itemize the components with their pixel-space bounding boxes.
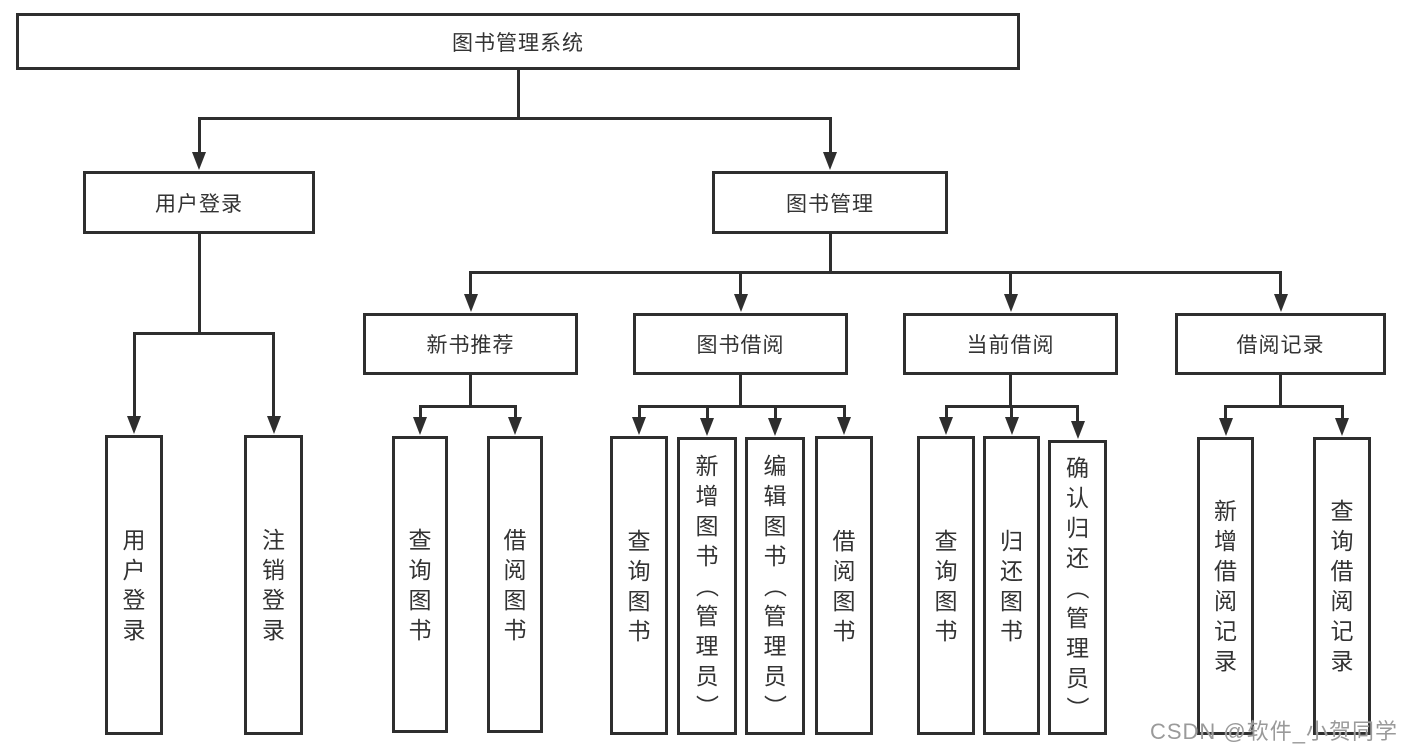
node-current-borrowing: 当前借阅	[903, 313, 1118, 375]
connector-line	[1009, 272, 1012, 296]
connector-line	[469, 270, 1282, 274]
connector-line	[637, 404, 846, 408]
connector-line	[739, 374, 742, 408]
arrowhead-down-icon	[823, 152, 837, 170]
node-leaf-bb-borrow-books: 借阅图书	[815, 436, 873, 735]
arrowhead-down-icon	[1335, 418, 1349, 436]
connector-line	[418, 406, 422, 419]
connector-line	[842, 406, 846, 419]
connector-line	[944, 406, 948, 419]
arrowhead-down-icon	[1218, 418, 1233, 436]
node-leaf-nbr-query-books: 查询图书	[392, 436, 448, 733]
connector-line	[1340, 406, 1344, 420]
arrowhead-down-icon	[266, 416, 281, 434]
node-label: 当前借阅	[966, 334, 1055, 357]
node-label: 查询图书	[627, 527, 651, 644]
node-book-borrowing: 图书借阅	[633, 313, 848, 375]
arrowhead-down-icon	[1070, 421, 1085, 439]
connector-line	[469, 374, 472, 408]
node-label: 注销登录	[262, 527, 285, 643]
connector-line	[705, 406, 709, 420]
connector-line	[828, 233, 832, 274]
connector-line	[197, 233, 201, 335]
node-label: 确认归还（管理员）	[1064, 454, 1091, 720]
node-borrowing-records: 借阅记录	[1175, 313, 1386, 375]
arrowhead-down-icon	[733, 294, 748, 312]
node-leaf-cb-confirm-return: 确认归还（管理员）	[1048, 440, 1107, 735]
connector-line	[1010, 406, 1013, 419]
arrowhead-down-icon	[837, 417, 851, 435]
arrowhead-down-icon	[768, 418, 782, 436]
node-label: 借阅图书	[832, 527, 856, 644]
node-label: 查询借阅记录	[1330, 498, 1354, 674]
node-label: 查询图书	[934, 527, 958, 644]
connector-line	[828, 118, 832, 154]
node-leaf-br-add-record: 新增借阅记录	[1197, 437, 1254, 735]
node-leaf-bb-query-books: 查询图书	[610, 436, 668, 735]
connector-line	[1224, 404, 1344, 408]
connector-line	[197, 118, 201, 154]
node-leaf-br-query-record: 查询借阅记录	[1313, 437, 1371, 735]
node-label: 图书借阅	[696, 334, 785, 357]
connector-line	[1009, 374, 1012, 408]
node-label: 借阅图书	[503, 526, 527, 643]
arrowhead-down-icon	[1004, 417, 1019, 435]
node-label: 编辑图书（管理员）	[762, 453, 788, 718]
node-label: 图书管理	[786, 192, 874, 216]
connector-line	[272, 333, 275, 418]
node-leaf-cb-query-books: 查询图书	[917, 436, 975, 735]
arrowhead-down-icon	[127, 416, 141, 434]
node-leaf-user-login: 用户登录	[105, 435, 163, 735]
connector-line	[513, 406, 517, 419]
connector-line	[637, 406, 641, 419]
connector-line	[1224, 406, 1227, 420]
node-label: 查询图书	[408, 526, 432, 643]
arrowhead-down-icon	[192, 152, 206, 170]
arrowhead-down-icon	[413, 417, 427, 435]
arrowhead-down-icon	[463, 294, 478, 312]
node-label: 归还图书	[1000, 527, 1023, 644]
connector-line	[516, 69, 520, 120]
connector-line	[773, 406, 777, 420]
node-leaf-bb-add-books: 新增图书（管理员）	[677, 437, 737, 735]
node-label: 借阅记录	[1236, 334, 1325, 357]
connector-line	[1076, 406, 1079, 423]
node-leaf-cb-return-books: 归还图书	[983, 436, 1040, 735]
node-book-management: 图书管理	[712, 171, 948, 234]
arrowhead-down-icon	[508, 417, 522, 435]
connector-line	[132, 331, 275, 335]
connector-line	[739, 272, 742, 296]
node-new-book-recommend: 新书推荐	[363, 313, 578, 375]
node-leaf-nbr-borrow-books: 借阅图书	[487, 436, 543, 733]
connector-line	[197, 116, 832, 120]
arrowhead-down-icon	[632, 417, 646, 435]
node-label: 用户登录	[122, 527, 146, 643]
connector-line	[418, 404, 517, 408]
connector-line	[132, 333, 136, 418]
arrowhead-down-icon	[700, 418, 714, 436]
connector-line	[1279, 272, 1282, 296]
arrowhead-down-icon	[1273, 294, 1288, 312]
node-root: 图书管理系统	[16, 13, 1020, 70]
connector-line	[1279, 374, 1282, 408]
connector-line	[469, 272, 472, 296]
node-label: 用户登录	[155, 192, 243, 216]
node-label: 新书推荐	[426, 334, 515, 357]
node-label: 新增借阅记录	[1214, 498, 1237, 674]
arrowhead-down-icon	[939, 417, 953, 435]
node-leaf-logout: 注销登录	[244, 435, 303, 735]
node-label: 新增图书（管理员）	[694, 453, 720, 718]
arrowhead-down-icon	[1003, 294, 1018, 312]
node-label: 图书管理系统	[452, 31, 584, 55]
watermark: CSDN @软件_小贺同学	[1149, 719, 1398, 744]
node-leaf-bb-edit-books: 编辑图书（管理员）	[745, 437, 805, 735]
node-user-login: 用户登录	[83, 171, 315, 234]
